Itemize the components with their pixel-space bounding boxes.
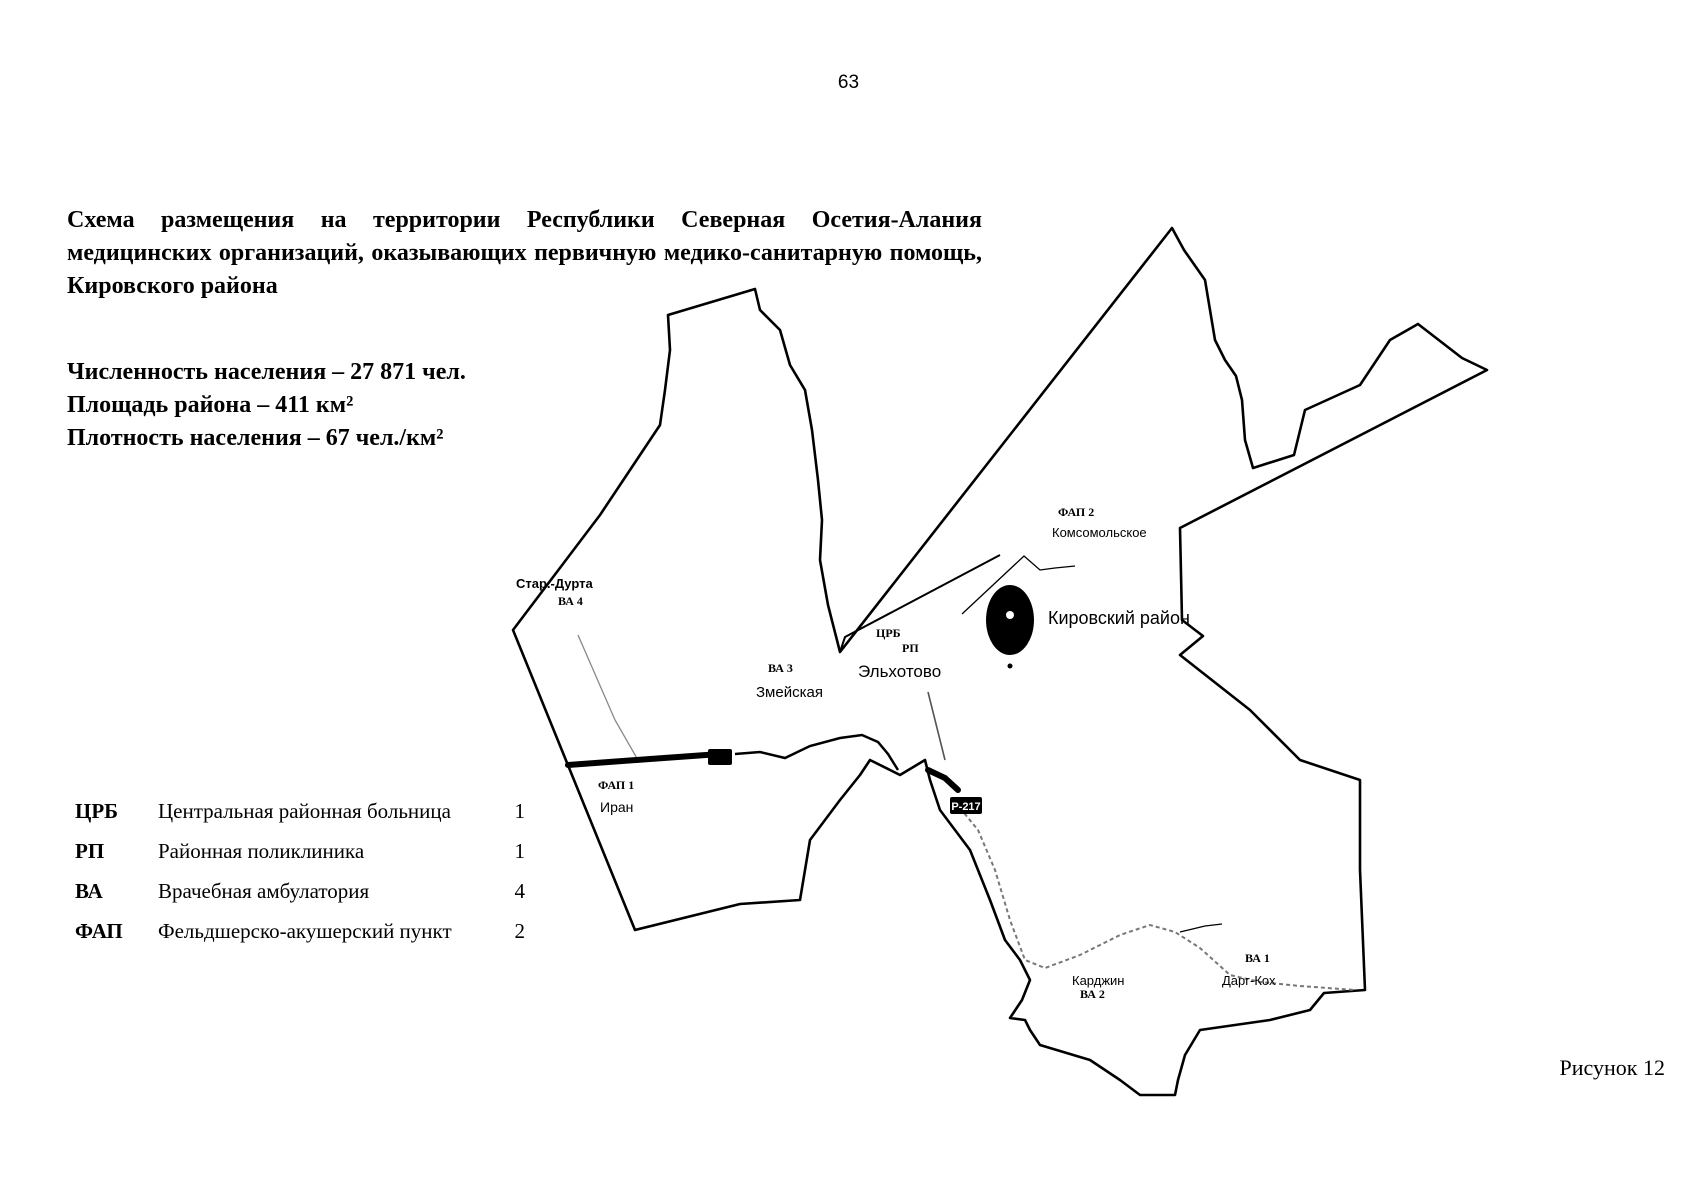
main-highway <box>565 751 723 768</box>
highway-marker <box>708 749 732 765</box>
district-name: Кировский район <box>1048 608 1190 628</box>
road-badge-label: Р-217 <box>951 801 980 813</box>
legend-row: ФАП Фельдшерско-акушерский пункт 2 <box>75 918 525 945</box>
legend-abbr: ФАП <box>75 919 123 943</box>
legend-description: Центральная районная больница <box>158 799 451 823</box>
legend-abbr: РП <box>75 839 105 863</box>
district-stats: Численность населения – 27 871 чел. Площ… <box>67 356 466 455</box>
va3-code: ВА 3 <box>768 661 793 675</box>
district-inner-boundary <box>839 554 1001 653</box>
legend-description: Районная поликлиника <box>158 839 365 863</box>
district-center-point <box>1007 663 1013 669</box>
va1-village: Дарг-Кох <box>1222 973 1276 988</box>
page-title: Схема размещения на территории Республик… <box>67 207 982 299</box>
fap1-code: ФАП 1 <box>598 778 634 792</box>
crb-code: ЦРБ <box>876 626 901 640</box>
fap2-village: Комсомольское <box>1052 525 1147 540</box>
va3-village: Змейская <box>756 684 823 701</box>
river <box>959 807 1356 991</box>
area-stat: Площадь района – 411 км² <box>67 392 354 418</box>
fap2-code: ФАП 2 <box>1058 505 1094 519</box>
district-center-marker <box>986 585 1034 655</box>
secondary-road <box>577 634 639 761</box>
secondary-road <box>927 691 946 761</box>
road-badge <box>950 797 982 814</box>
va4-village: Стар.-Дурта <box>516 576 593 591</box>
legend-count: 4 <box>514 879 526 903</box>
population-stat: Численность населения – 27 871 чел. <box>67 359 466 385</box>
va4-code: ВА 4 <box>558 594 583 608</box>
district-center-dot <box>1006 611 1014 619</box>
legend-description: Фельдшерско-акушерский пункт <box>158 919 452 943</box>
district-boundary <box>511 226 1489 1097</box>
legend-row: РП Районная поликлиника 1 <box>75 838 525 865</box>
secondary-road <box>961 555 1076 615</box>
crb-village: Эльхотово <box>858 662 941 681</box>
main-highway <box>925 767 961 793</box>
density-stat: Плотность населения – 67 чел./км² <box>67 425 444 451</box>
va1-code: ВА 1 <box>1245 951 1270 965</box>
va2-code: ВА 2 <box>1080 987 1105 1001</box>
figure-caption: Рисунок 12 <box>1559 1055 1665 1080</box>
rp-code: РП <box>902 641 919 655</box>
legend-abbr: ВА <box>75 879 103 903</box>
legend-count: 1 <box>514 839 526 863</box>
legend-abbr: ЦРБ <box>75 799 119 823</box>
page-number: 63 <box>837 72 860 93</box>
legend-row: ЦРБ Центральная районная больница 1 <box>75 798 525 825</box>
legend-row: ВА Врачебная амбулатория 4 <box>75 878 525 905</box>
legend-count: 2 <box>514 919 526 943</box>
main-highway <box>734 733 900 771</box>
legend-count: 1 <box>514 799 526 823</box>
legend: ЦРБ Центральная районная больница 1 РП Р… <box>75 798 525 958</box>
fap1-village: Иран <box>600 799 633 815</box>
legend-description: Врачебная амбулатория <box>158 879 370 903</box>
va2-village: Карджин <box>1072 973 1124 988</box>
secondary-road <box>1179 923 1223 933</box>
